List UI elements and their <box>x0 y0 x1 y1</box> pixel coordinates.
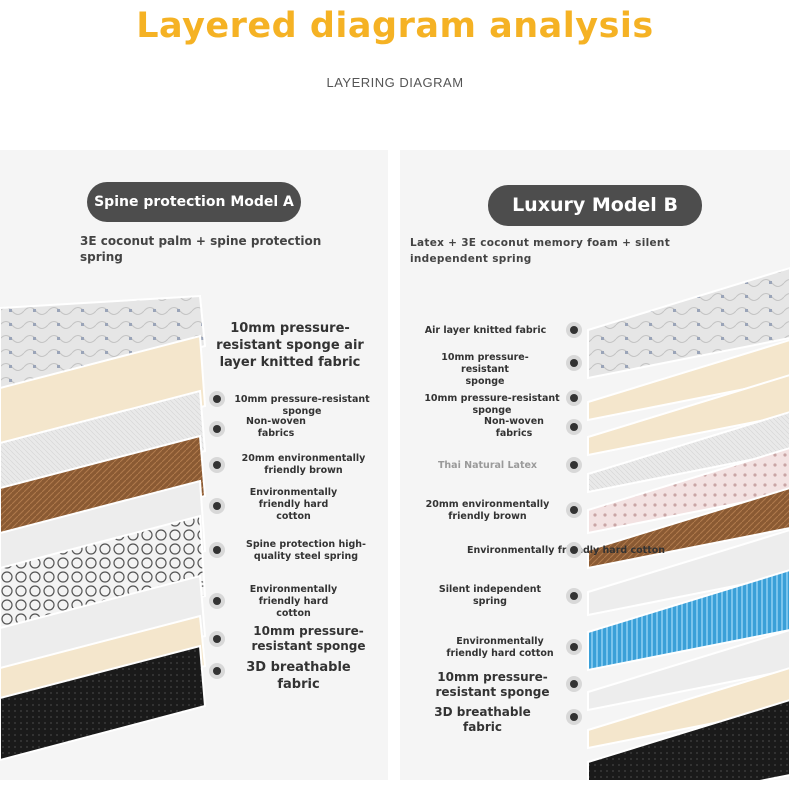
model-b-layer-illustration <box>587 266 790 780</box>
model-b-layer-knit-fabric <box>587 266 790 380</box>
model-b-layer-9-marker <box>566 639 582 655</box>
model-b-layer-1-label: Air layer knitted fabric <box>424 325 547 336</box>
model-b-layer-foam-2 <box>587 373 790 457</box>
model-b-layer-hard-cotton-2 <box>587 628 790 712</box>
model-b-layer-2-marker <box>566 355 582 371</box>
model-a-layer-4-label: 20mm environmentally friendly brown <box>241 453 366 476</box>
model-b-layer-8-marker <box>566 588 582 604</box>
model-b-layer-7-marker <box>566 542 582 558</box>
model-b-layer-9-label: Environmentally friendly hard cotton <box>446 636 554 659</box>
model-a-layer-2-marker <box>209 391 225 407</box>
model-b-layer-5-marker <box>566 457 582 473</box>
model-a-description: 3E coconut palm + spine protection sprin… <box>80 234 322 264</box>
model-b-layer-6-marker <box>566 502 582 518</box>
model-a-layer-2-label: 10mm pressure-resistant sponge <box>234 394 370 417</box>
model-b-layer-10-label: 10mm pressure- resistant sponge <box>435 670 550 699</box>
model-a-layer-9-label: 3D breathable fabric <box>246 660 351 692</box>
model-a-layer-8-marker <box>209 631 225 647</box>
model-b-layer-pocket-spring <box>587 568 790 672</box>
model-a-name-badge: Spine protection Model A <box>87 182 301 222</box>
model-b-layer-foam <box>587 338 790 422</box>
model-a-layer-3-label: Non-woven fabrics <box>246 416 306 439</box>
model-b-layer-foam-3 <box>587 666 790 750</box>
model-a-layer-6-label: Spine protection high- quality steel spr… <box>246 539 366 562</box>
model-a-layer-4-marker <box>209 457 225 473</box>
model-b-layer-coir <box>587 486 790 570</box>
model-b-layer-4-label: Non-woven fabrics <box>484 416 544 439</box>
model-b-layer-4-marker <box>566 419 582 435</box>
model-a-layer-breathable-fabric <box>0 644 207 762</box>
model-b-layer-nonwoven <box>587 410 790 494</box>
model-b-layer-latex <box>587 446 790 535</box>
model-a-layer-6-marker <box>209 542 225 558</box>
model-b-layer-8-label: Silent independent spring <box>438 584 542 607</box>
model-b-panel: Luxury Model B Latex + 3E coconut memory… <box>400 150 790 780</box>
model-b-layer-11-marker <box>566 709 582 725</box>
model-b-layer-3-marker <box>566 390 582 406</box>
model-b-layer-1-marker <box>566 322 582 338</box>
model-a-panel: Spine protection Model A 3E coconut palm… <box>0 150 388 780</box>
model-a-layer-8-label: 10mm pressure- resistant sponge <box>251 624 366 653</box>
model-b-name-badge: Luxury Model B <box>488 185 702 226</box>
page-subtitle: LAYERING DIAGRAM <box>326 75 464 90</box>
model-a-layer-7-marker <box>209 593 225 609</box>
model-a-layer-5-marker <box>209 498 225 514</box>
page-title: Layered diagram analysis <box>136 6 654 46</box>
model-a-layer-1-label: 10mm pressure- resistant sponge air laye… <box>216 321 364 370</box>
model-b-layer-10-marker <box>566 676 582 692</box>
model-a-layer-7-label: Environmentally friendly hard cotton <box>249 584 338 619</box>
model-b-layer-3-label: 10mm pressure-resistant sponge <box>424 393 560 416</box>
model-a-layer-3-marker <box>209 421 225 437</box>
model-b-layer-2-label: 10mm pressure-resistant sponge <box>441 352 529 387</box>
model-a-layer-illustration <box>0 294 207 762</box>
model-b-description: Latex + 3E coconut memory foam + silent … <box>410 237 671 265</box>
model-b-layer-breathable-fabric <box>587 698 790 780</box>
model-b-layer-6-label: 20mm environmentally friendly brown <box>425 499 550 522</box>
model-b-layer-5-label: Thai Natural Latex <box>437 460 538 471</box>
model-b-layer-11-label: 3D breathable fabric <box>434 705 531 734</box>
model-b-layer-hard-cotton <box>587 528 790 617</box>
model-a-layer-9-marker <box>209 663 225 679</box>
model-a-layer-5-label: Environmentally friendly hard cotton <box>249 487 338 522</box>
